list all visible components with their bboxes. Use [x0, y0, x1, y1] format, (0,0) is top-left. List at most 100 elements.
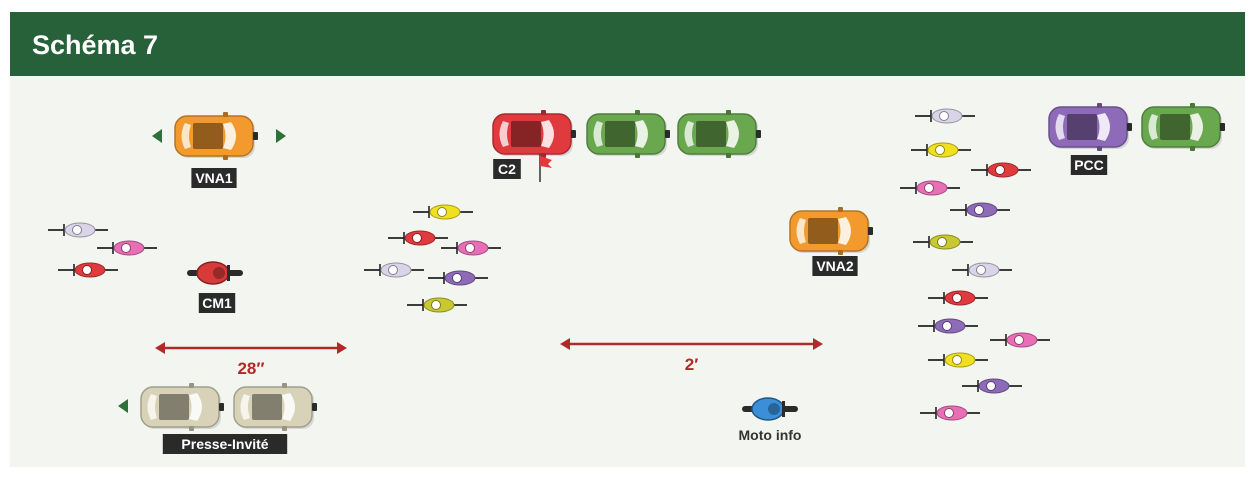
cyclist-group [900, 108, 1050, 421]
direction-left-icon [152, 129, 162, 143]
cyclist-icon [928, 290, 988, 306]
gap-arrow: 28″ [155, 342, 347, 378]
car-rear-window [593, 121, 603, 147]
cyclist-icon [48, 222, 108, 238]
moto-cm1 [187, 261, 243, 285]
rider-helmet [942, 321, 952, 331]
car-bumper [1220, 123, 1225, 131]
car-mirror [726, 153, 731, 158]
car-roof [252, 394, 282, 420]
moto-moto-info [742, 397, 798, 421]
cyclist-icon [441, 240, 501, 256]
cyclist-icon [971, 162, 1031, 178]
car-bumper [868, 227, 873, 235]
car-green-car-1 [586, 110, 670, 158]
cyclist-icon [900, 180, 960, 196]
rider-helmet [431, 300, 441, 310]
gap-arrows: 28″ 2′ [155, 338, 823, 378]
car-rear-window [181, 123, 191, 149]
label-background [191, 168, 237, 188]
rider-helmet [213, 267, 225, 279]
cyclist-icon [413, 204, 473, 220]
car-mirror [1190, 103, 1195, 108]
cyclist-icon [58, 262, 118, 278]
car-windshield [635, 120, 648, 148]
rider-helmet [995, 165, 1005, 175]
cyclist-icon [407, 297, 467, 313]
car-roof [511, 121, 541, 147]
cyclist-icon [990, 332, 1050, 348]
rider-helmet [944, 408, 954, 418]
label-background [162, 434, 288, 454]
rider-helmet [82, 265, 92, 275]
car-rear-window [1148, 114, 1158, 140]
cyclist-icon [928, 352, 988, 368]
vehicle-label: Presse-Invité [181, 436, 268, 452]
car-mirror [189, 383, 194, 388]
car-c2 [492, 110, 576, 158]
car-bumper [571, 130, 576, 138]
car-windshield [223, 122, 236, 150]
rider-helmet [1014, 335, 1024, 345]
label-background [1070, 155, 1108, 175]
car-vna2 [789, 207, 873, 255]
direction-left-icon [118, 399, 128, 413]
car-rear-window [147, 394, 157, 420]
label-background [493, 159, 521, 179]
car-windshield [189, 393, 202, 421]
rider-helmet [986, 381, 996, 391]
cyclist-icon [97, 240, 157, 256]
gap-label: 2′ [685, 355, 699, 374]
vehicle-label: Moto info [739, 427, 802, 443]
car-bumper [1127, 123, 1132, 131]
car-roof [159, 394, 189, 420]
car-rear-window [796, 218, 806, 244]
vehicle-label: VNA2 [816, 258, 854, 274]
car-bumper [219, 403, 224, 411]
car-mirror [541, 110, 546, 115]
cyclist-icon [915, 108, 975, 124]
car-roof [605, 121, 635, 147]
car-mirror [223, 155, 228, 160]
car-green-car-3 [1141, 103, 1225, 151]
car-mirror [1097, 103, 1102, 108]
cyclist-icon [918, 318, 978, 334]
cyclist-icon [364, 262, 424, 278]
rider-helmet [452, 273, 462, 283]
cyclist-icon [911, 142, 971, 158]
rider-helmet [974, 205, 984, 215]
car-rear-window [499, 121, 509, 147]
car-pcc [1048, 103, 1132, 151]
handlebar [227, 265, 230, 281]
car-roof [1160, 114, 1190, 140]
label-background [198, 293, 236, 313]
car-rear-window [240, 394, 250, 420]
cyclist-icon [962, 378, 1022, 394]
rider-helmet [924, 183, 934, 193]
handlebar [782, 401, 785, 417]
rider-helmet [952, 355, 962, 365]
car-rear-window [1055, 114, 1065, 140]
rider-helmet [72, 225, 82, 235]
car-mirror [838, 207, 843, 212]
cyclist-icon [913, 234, 973, 250]
vehicle-label: PCC [1074, 157, 1104, 173]
rider-helmet [465, 243, 475, 253]
rider-helmet [121, 243, 131, 253]
cyclist-group [364, 204, 501, 313]
car-mirror [1097, 146, 1102, 151]
car-roof [193, 123, 223, 149]
car-mirror [726, 110, 731, 115]
car-bumper [756, 130, 761, 138]
label-vna1: VNA1 [191, 168, 237, 188]
header-bar [10, 12, 1245, 76]
car-windshield [726, 120, 739, 148]
vehicle-label: VNA1 [195, 170, 233, 186]
rider-helmet [412, 233, 422, 243]
cyclists [48, 108, 1050, 421]
car-presse-1 [140, 383, 224, 431]
diagram-title: Schéma 7 [32, 30, 158, 60]
rider-helmet [952, 293, 962, 303]
